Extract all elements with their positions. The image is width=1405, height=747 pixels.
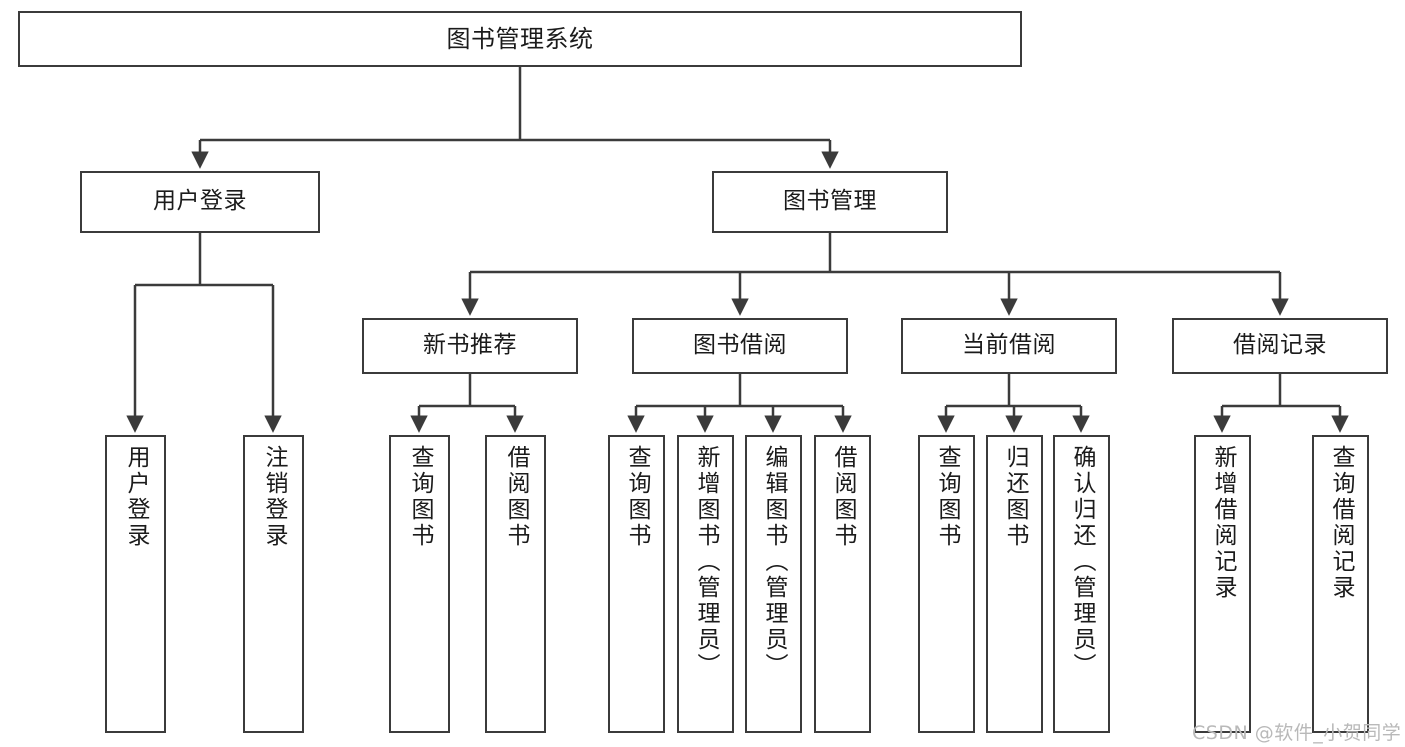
node-new-book-recommend-label: 新书推荐 <box>423 332 517 359</box>
node-leaf-query-record[interactable]: 查询借阅记录 <box>1312 435 1369 733</box>
node-leaf-borrow-book-2-label: 借阅图书 <box>830 445 856 549</box>
node-root-label: 图书管理系统 <box>446 24 594 53</box>
node-book-manage-label: 图书管理 <box>783 188 877 215</box>
node-leaf-user-login[interactable]: 用户登录 <box>105 435 166 733</box>
node-leaf-query-book-1-label: 查询图书 <box>407 445 433 549</box>
node-user-login[interactable]: 用户登录 <box>80 171 320 233</box>
node-leaf-query-book-3-label: 查询图书 <box>934 445 960 549</box>
node-leaf-add-book[interactable]: 新增图书（管理员） <box>677 435 734 733</box>
node-leaf-logout-label: 注销登录 <box>261 445 287 549</box>
node-book-borrow[interactable]: 图书借阅 <box>632 318 848 374</box>
node-leaf-add-book-label: 新增图书（管理员） <box>693 445 719 679</box>
node-book-manage[interactable]: 图书管理 <box>712 171 948 233</box>
node-current-borrow[interactable]: 当前借阅 <box>901 318 1117 374</box>
node-leaf-confirm-return-label: 确认归还（管理员） <box>1069 445 1095 679</box>
node-leaf-query-book-2[interactable]: 查询图书 <box>608 435 665 733</box>
node-current-borrow-label: 当前借阅 <box>962 332 1056 359</box>
node-user-login-label: 用户登录 <box>153 188 247 215</box>
node-leaf-user-login-label: 用户登录 <box>123 445 149 549</box>
node-leaf-edit-book-label: 编辑图书（管理员） <box>761 445 787 679</box>
node-leaf-logout[interactable]: 注销登录 <box>243 435 304 733</box>
node-leaf-add-record[interactable]: 新增借阅记录 <box>1194 435 1251 733</box>
node-root[interactable]: 图书管理系统 <box>18 11 1022 67</box>
node-leaf-query-record-label: 查询借阅记录 <box>1328 445 1354 601</box>
node-borrow-record-label: 借阅记录 <box>1233 332 1327 359</box>
node-leaf-query-book-2-label: 查询图书 <box>624 445 650 549</box>
node-leaf-query-book-1[interactable]: 查询图书 <box>389 435 450 733</box>
node-leaf-confirm-return[interactable]: 确认归还（管理员） <box>1053 435 1110 733</box>
node-leaf-edit-book[interactable]: 编辑图书（管理员） <box>745 435 802 733</box>
node-leaf-add-record-label: 新增借阅记录 <box>1210 445 1236 601</box>
node-book-borrow-label: 图书借阅 <box>693 332 787 359</box>
node-new-book-recommend[interactable]: 新书推荐 <box>362 318 578 374</box>
node-leaf-borrow-book-1[interactable]: 借阅图书 <box>485 435 546 733</box>
node-borrow-record[interactable]: 借阅记录 <box>1172 318 1388 374</box>
node-leaf-query-book-3[interactable]: 查询图书 <box>918 435 975 733</box>
node-leaf-borrow-book-2[interactable]: 借阅图书 <box>814 435 871 733</box>
node-leaf-return-book[interactable]: 归还图书 <box>986 435 1043 733</box>
node-leaf-borrow-book-1-label: 借阅图书 <box>503 445 529 549</box>
node-leaf-return-book-label: 归还图书 <box>1002 445 1028 549</box>
watermark: CSDN @软件_小贺同学 <box>1192 722 1402 744</box>
